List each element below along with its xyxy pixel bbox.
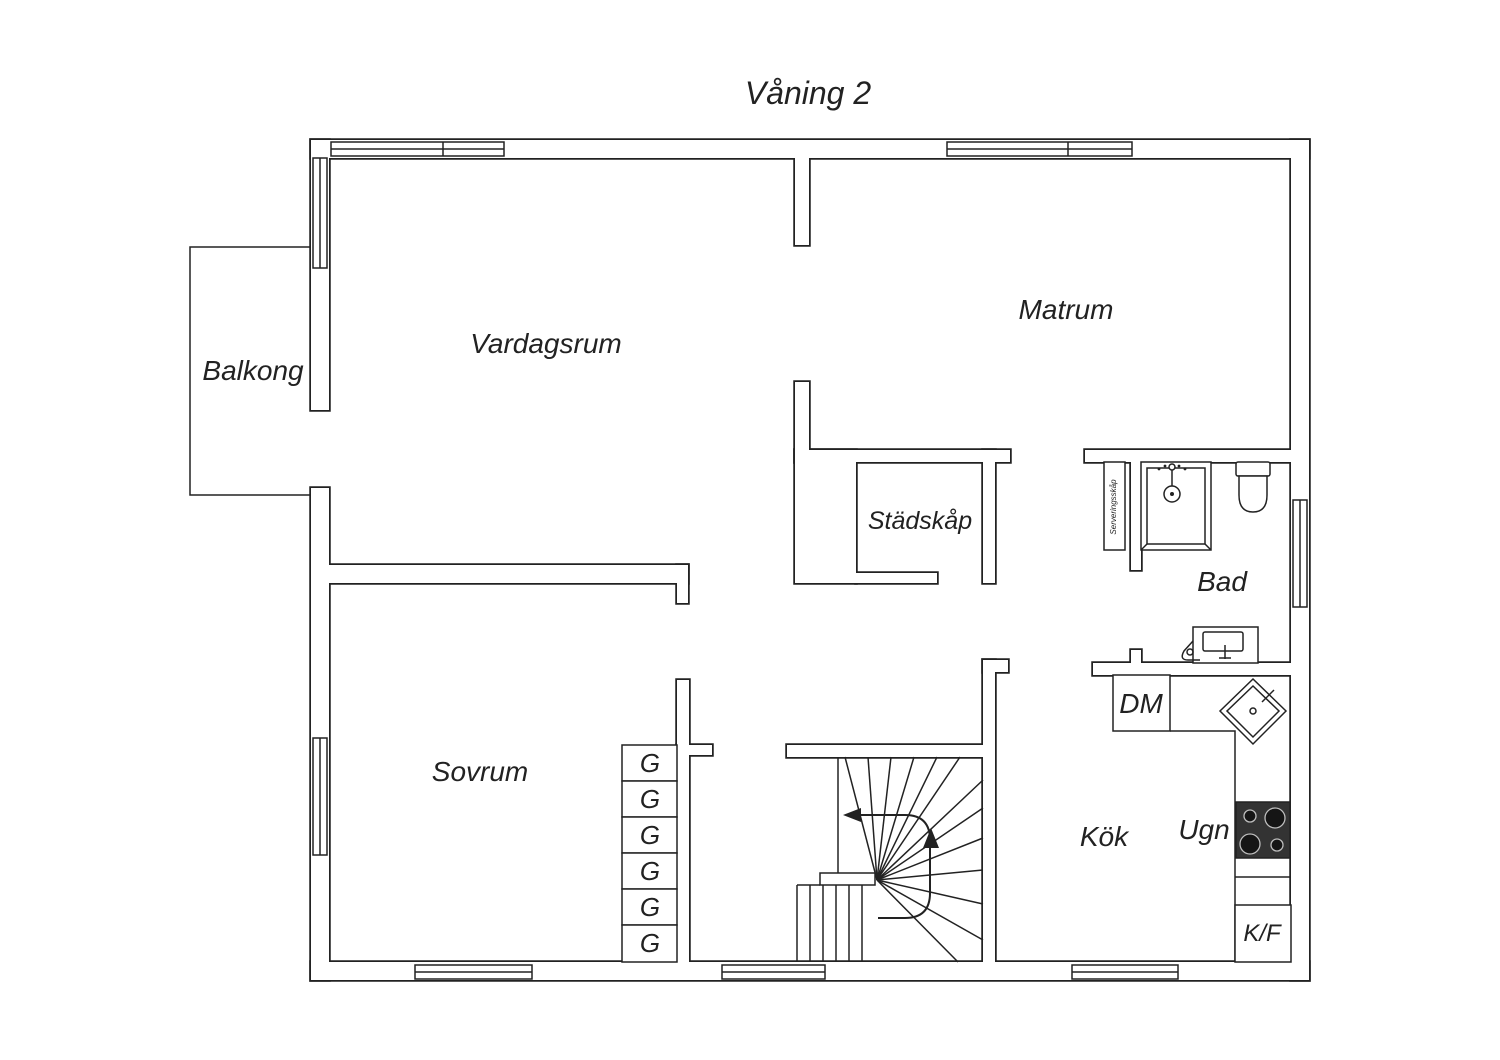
room-label-vardagsrum: Vardagsrum	[470, 328, 621, 359]
sink-basin	[1202, 631, 1244, 652]
window	[312, 157, 328, 269]
wall	[795, 450, 856, 583]
stair-landing-step	[819, 872, 876, 886]
window	[330, 141, 505, 157]
shower-drain-center	[1170, 492, 1174, 496]
kitchen-sink	[1218, 677, 1288, 746]
window	[1292, 499, 1308, 608]
toilet-tank	[1235, 461, 1271, 477]
window	[312, 737, 328, 856]
wall	[677, 745, 712, 755]
serving-cabinet-label: Serveringsskåp	[1109, 479, 1118, 535]
stair-step-line	[867, 756, 878, 881]
wall	[329, 565, 688, 583]
wall	[983, 660, 1008, 672]
wall	[677, 680, 689, 962]
wall	[856, 573, 937, 583]
shower-spray-dot	[1177, 464, 1181, 468]
storage-units: G G G G G G	[621, 744, 678, 963]
kitchen-counter-edge	[1170, 730, 1236, 962]
room-label-sovrum: Sovrum	[432, 756, 528, 787]
kitchen-sink-drain	[1249, 707, 1257, 715]
storage-unit	[621, 744, 678, 782]
fridge-freezer-label: K/F	[1243, 920, 1282, 947]
oven-label: Ugn	[1178, 814, 1229, 845]
wall	[677, 565, 688, 603]
shower-tray	[1140, 461, 1212, 551]
bathroom-sink	[1181, 626, 1259, 664]
shower	[1140, 461, 1212, 551]
wall	[795, 158, 809, 245]
storage-unit	[621, 780, 678, 818]
burner-small	[1270, 838, 1284, 852]
room-label-matrum: Matrum	[1019, 294, 1114, 325]
burner-large	[1264, 807, 1286, 829]
staircase	[796, 756, 984, 963]
toilet-bowl	[1238, 475, 1268, 513]
shower-head	[1168, 463, 1176, 471]
wall	[311, 488, 329, 980]
bathroom-accessory	[1181, 640, 1200, 661]
room-label-bad: Bad	[1197, 566, 1248, 597]
wall	[795, 382, 809, 462]
wall	[1131, 650, 1141, 663]
storage-unit-label: G	[640, 784, 660, 814]
dishwasher	[1112, 674, 1171, 732]
window	[1071, 964, 1179, 980]
stair-arrow-icon	[843, 808, 861, 822]
serving-cabinet: Serveringsskåp	[1103, 461, 1126, 551]
room-label-stadskap: Städskåp	[868, 507, 972, 535]
windows	[312, 141, 1308, 980]
shower-drain	[1163, 485, 1181, 503]
stair-step-line	[876, 756, 938, 881]
stair-step-line	[876, 879, 959, 963]
shower-spray-dot	[1163, 464, 1167, 468]
stair-step-line	[876, 879, 984, 941]
serving-cabinet-body	[1103, 461, 1126, 551]
wall	[787, 745, 983, 757]
kitchen-sink-faucet	[1261, 689, 1275, 703]
stove	[1235, 801, 1291, 859]
balcony-outline	[189, 246, 311, 496]
wall	[983, 660, 995, 962]
storage-unit-label: G	[640, 892, 660, 922]
wall-fills	[311, 140, 1309, 980]
shower-corner	[1140, 543, 1148, 551]
storage-unit-label: G	[640, 820, 660, 850]
fridge-freezer	[1234, 904, 1292, 963]
storage-unit-label: G	[640, 928, 660, 958]
storage-unit-label: G	[640, 856, 660, 886]
kitchen-sink-basin	[1225, 684, 1281, 739]
storage-unit-label: G	[640, 748, 660, 778]
storage-unit	[621, 924, 678, 963]
kitchen-sink-rim	[1218, 677, 1288, 746]
room-label-balkong: Balkong	[202, 355, 304, 386]
shower-spray-dot	[1183, 467, 1187, 471]
stair-step-line	[876, 756, 915, 881]
shower-spray-dot	[1157, 467, 1161, 471]
bathroom-accessory-knob	[1186, 648, 1194, 656]
shower-inner-edge	[1146, 467, 1206, 545]
stair-arrow-icon	[923, 828, 939, 848]
burner-small	[1243, 809, 1257, 823]
wall	[983, 450, 995, 583]
window	[414, 964, 533, 980]
wall	[1085, 450, 1291, 462]
stair-walking-line	[860, 814, 931, 919]
wall	[1093, 663, 1291, 675]
plan-title: Våning 2	[745, 75, 872, 111]
stair-step-line	[876, 756, 892, 881]
room-labels: Balkong Vardagsrum Matrum Städskåp Bad S…	[202, 294, 1282, 947]
dishwasher-label: DM	[1119, 688, 1163, 719]
toilet	[1235, 461, 1271, 513]
burner-large	[1239, 833, 1261, 855]
room-label-kok: Kök	[1080, 821, 1130, 852]
shower-corner	[1204, 543, 1212, 551]
wall	[1131, 462, 1141, 570]
stair-step-line	[876, 779, 984, 881]
window	[946, 141, 1133, 157]
window	[721, 964, 826, 980]
